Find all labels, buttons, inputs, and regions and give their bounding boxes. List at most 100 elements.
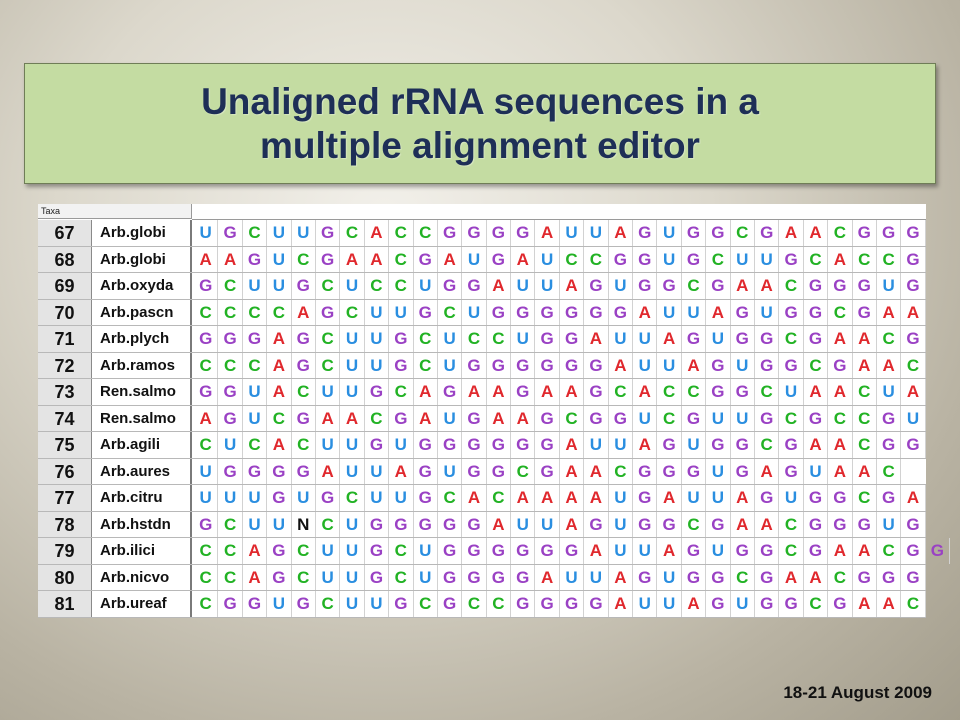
nucleotide-cell[interactable]: C <box>365 273 390 299</box>
nucleotide-cell[interactable]: C <box>218 538 243 564</box>
nucleotide-cell[interactable]: G <box>755 352 780 378</box>
nucleotide-cell[interactable]: C <box>292 538 316 564</box>
nucleotide-cell[interactable]: U <box>316 432 341 458</box>
nucleotide-cell[interactable]: G <box>682 538 707 564</box>
nucleotide-cell[interactable]: U <box>731 405 755 431</box>
nucleotide-cell[interactable]: G <box>218 591 243 617</box>
nucleotide-cell[interactable]: G <box>657 511 682 537</box>
nucleotide-cell[interactable]: C <box>414 220 438 246</box>
nucleotide-cell[interactable]: C <box>560 246 585 272</box>
nucleotide-cell[interactable]: A <box>584 326 609 352</box>
nucleotide-cell[interactable]: U <box>340 432 365 458</box>
nucleotide-cell[interactable]: U <box>633 405 658 431</box>
nucleotide-cell[interactable]: G <box>487 299 512 325</box>
nucleotide-cell[interactable]: C <box>316 511 341 537</box>
nucleotide-cell[interactable]: G <box>877 220 902 246</box>
nucleotide-cell[interactable]: G <box>755 538 780 564</box>
nucleotide-cell[interactable]: G <box>414 485 438 511</box>
nucleotide-cell[interactable]: A <box>731 485 755 511</box>
nucleotide-cell[interactable]: U <box>682 485 707 511</box>
nucleotide-cell[interactable]: U <box>243 485 268 511</box>
nucleotide-cell[interactable]: G <box>804 511 829 537</box>
nucleotide-cell[interactable]: U <box>365 352 390 378</box>
nucleotide-cell[interactable]: G <box>560 326 585 352</box>
nucleotide-cell[interactable]: G <box>853 511 877 537</box>
nucleotide-cell[interactable]: U <box>462 299 487 325</box>
nucleotide-cell[interactable]: U <box>414 538 438 564</box>
nucleotide-cell[interactable]: C <box>316 591 341 617</box>
nucleotide-cell[interactable]: G <box>609 246 634 272</box>
nucleotide-cell[interactable]: G <box>853 564 877 590</box>
nucleotide-cell[interactable]: A <box>462 485 487 511</box>
nucleotide-cell[interactable]: A <box>755 273 780 299</box>
nucleotide-cell[interactable]: C <box>218 564 243 590</box>
nucleotide-cell[interactable]: G <box>877 564 902 590</box>
nucleotide-cell[interactable]: U <box>877 273 902 299</box>
row-number[interactable]: 69 <box>38 273 92 299</box>
nucleotide-cell[interactable]: G <box>462 564 487 590</box>
nucleotide-cell[interactable]: C <box>218 299 243 325</box>
nucleotide-cell[interactable]: U <box>243 273 268 299</box>
nucleotide-cell[interactable]: U <box>657 246 682 272</box>
nucleotide-cell[interactable]: C <box>267 299 292 325</box>
nucleotide-cell[interactable]: C <box>804 591 829 617</box>
nucleotide-cell[interactable]: U <box>609 511 634 537</box>
nucleotide-cell[interactable]: G <box>316 246 341 272</box>
nucleotide-cell[interactable]: U <box>438 326 463 352</box>
nucleotide-cell[interactable]: C <box>657 405 682 431</box>
nucleotide-cell[interactable]: A <box>316 405 341 431</box>
taxon-name[interactable]: Arb.ureaf <box>92 591 192 617</box>
nucleotide-cell[interactable]: A <box>828 246 853 272</box>
nucleotide-cell[interactable]: U <box>804 458 829 484</box>
nucleotide-cell[interactable]: A <box>365 246 390 272</box>
nucleotide-cell[interactable]: C <box>828 564 853 590</box>
nucleotide-cell[interactable]: A <box>877 591 902 617</box>
nucleotide-cell[interactable]: G <box>706 564 731 590</box>
nucleotide-cell[interactable]: G <box>901 432 926 458</box>
nucleotide-cell[interactable]: G <box>584 299 609 325</box>
nucleotide-cell[interactable]: A <box>804 379 829 405</box>
nucleotide-cell[interactable]: U <box>267 220 292 246</box>
nucleotide-cell[interactable]: U <box>462 246 487 272</box>
nucleotide-cell[interactable]: G <box>243 326 268 352</box>
nucleotide-cell[interactable]: G <box>731 538 755 564</box>
nucleotide-cell[interactable]: G <box>633 220 658 246</box>
nucleotide-cell[interactable]: G <box>706 379 731 405</box>
nucleotide-cell[interactable]: A <box>779 564 804 590</box>
nucleotide-cell[interactable]: A <box>609 220 634 246</box>
nucleotide-cell[interactable]: C <box>267 405 292 431</box>
nucleotide-cell[interactable]: U <box>316 564 341 590</box>
nucleotide-cell[interactable]: U <box>584 564 609 590</box>
nucleotide-cell[interactable]: G <box>292 326 316 352</box>
nucleotide-cell[interactable]: C <box>389 273 414 299</box>
nucleotide-cell[interactable]: G <box>682 220 707 246</box>
row-number[interactable]: 70 <box>38 299 92 325</box>
nucleotide-cell[interactable]: G <box>657 273 682 299</box>
nucleotide-cell[interactable]: U <box>292 220 316 246</box>
nucleotide-cell[interactable]: A <box>194 246 219 272</box>
taxon-name[interactable]: Arb.ilici <box>92 538 192 564</box>
nucleotide-cell[interactable]: G <box>901 326 926 352</box>
nucleotide-cell[interactable]: G <box>194 326 219 352</box>
nucleotide-cell[interactable]: G <box>706 220 731 246</box>
nucleotide-cell[interactable]: C <box>462 591 487 617</box>
nucleotide-cell[interactable]: G <box>779 246 804 272</box>
taxon-name[interactable]: Arb.citru <box>92 485 192 511</box>
nucleotide-cell[interactable]: A <box>535 485 560 511</box>
nucleotide-cell[interactable]: G <box>706 591 731 617</box>
nucleotide-cell[interactable]: U <box>633 326 658 352</box>
nucleotide-cell[interactable]: A <box>633 299 658 325</box>
nucleotide-cell[interactable]: A <box>633 432 658 458</box>
nucleotide-cell[interactable]: G <box>804 299 829 325</box>
nucleotide-cell[interactable]: C <box>731 220 755 246</box>
nucleotide-cell[interactable]: G <box>706 352 731 378</box>
nucleotide-cell[interactable]: A <box>560 432 585 458</box>
nucleotide-cell[interactable]: G <box>414 246 438 272</box>
nucleotide-cell[interactable]: C <box>243 352 268 378</box>
nucleotide-cell[interactable]: U <box>779 379 804 405</box>
nucleotide-cell[interactable]: A <box>853 352 877 378</box>
nucleotide-cell[interactable]: G <box>365 432 390 458</box>
nucleotide-cell[interactable]: G <box>682 405 707 431</box>
